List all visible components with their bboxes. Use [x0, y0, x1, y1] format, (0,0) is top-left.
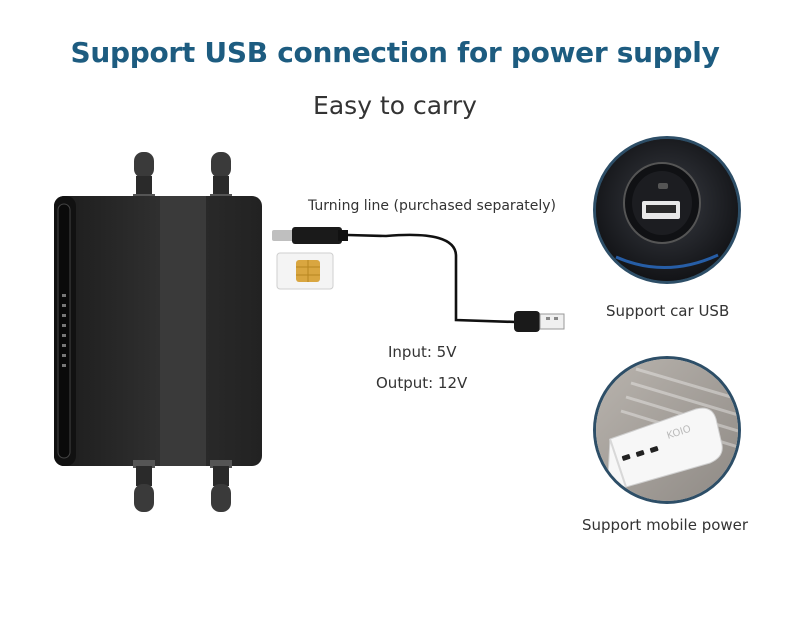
antenna-top-left	[133, 152, 155, 202]
input-voltage: Input: 5V	[388, 343, 457, 361]
page-subtitle: Easy to carry	[313, 91, 477, 120]
car-usb-socket-icon	[596, 139, 738, 281]
usb-plug-icon	[514, 311, 565, 332]
sim-card-icon	[276, 252, 334, 290]
antenna-bottom-left	[133, 460, 155, 512]
power-bank-icon: KOIO	[596, 359, 738, 501]
antenna-bottom-right	[210, 460, 232, 512]
car-usb-photo	[593, 136, 741, 284]
status-leds	[62, 294, 66, 367]
output-voltage: Output: 12V	[376, 374, 468, 392]
antenna-top-right	[210, 152, 232, 202]
mobile-power-photo: KOIO	[593, 356, 741, 504]
dc-plug-icon	[272, 227, 348, 244]
usb-cable-illustration	[272, 227, 565, 332]
cable-label: Turning line (purchased separately)	[308, 198, 557, 214]
page-title: Support USB connection for power supply	[70, 36, 720, 69]
router-illustration	[54, 152, 262, 512]
car-usb-label: Support car USB	[606, 302, 730, 320]
mobile-power-label: Support mobile power	[582, 516, 749, 534]
